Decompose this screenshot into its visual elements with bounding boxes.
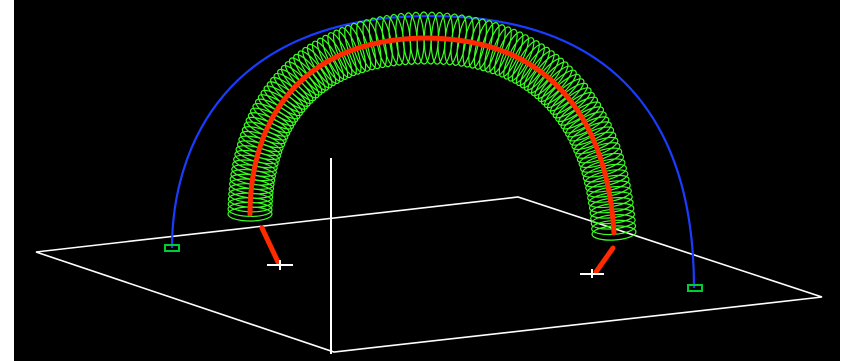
right-coil-foot <box>580 269 604 278</box>
left-coil-leg <box>259 225 281 265</box>
left-coil-foot <box>267 260 293 270</box>
3d-viewport[interactable] <box>14 0 840 361</box>
right-arc-anchor <box>687 284 703 292</box>
left-arc-anchor <box>164 244 180 252</box>
ground-plane <box>35 196 823 353</box>
outer-arc-curve <box>170 14 696 289</box>
coil-core-curve <box>247 35 617 236</box>
right-coil-leg <box>593 245 616 275</box>
scene-canvas[interactable] <box>14 0 840 361</box>
